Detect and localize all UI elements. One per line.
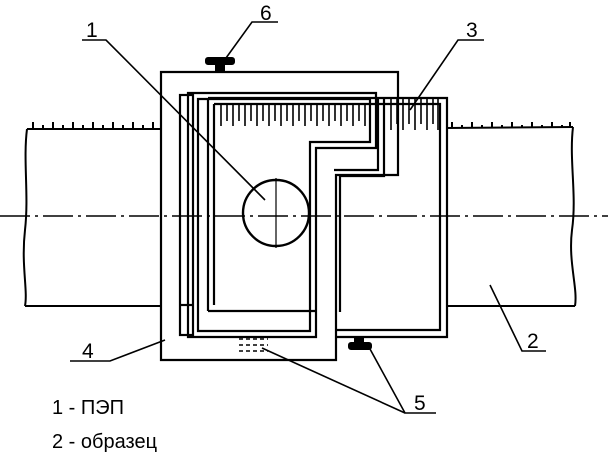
callout-2: 2 bbox=[527, 330, 539, 353]
leader-lines bbox=[70, 21, 546, 414]
screw-6 bbox=[205, 57, 235, 73]
hidden-detail bbox=[239, 338, 268, 352]
transducer-holder bbox=[186, 91, 378, 339]
callout-4: 4 bbox=[82, 340, 94, 363]
legend-item: 2 - образец bbox=[52, 431, 157, 453]
callout-6: 6 bbox=[260, 2, 272, 25]
callout-5: 5 bbox=[414, 392, 426, 415]
legend-item: 1 - ПЭП bbox=[52, 397, 124, 419]
screw-5 bbox=[348, 336, 372, 350]
specimen-bar bbox=[22, 122, 577, 307]
guide-frame bbox=[206, 96, 449, 339]
clamp-frame bbox=[159, 70, 400, 362]
callout-3: 3 bbox=[466, 19, 478, 42]
guide-scale bbox=[220, 98, 439, 130]
transducer-circle bbox=[241, 178, 311, 248]
callout-1: 1 bbox=[86, 19, 98, 42]
